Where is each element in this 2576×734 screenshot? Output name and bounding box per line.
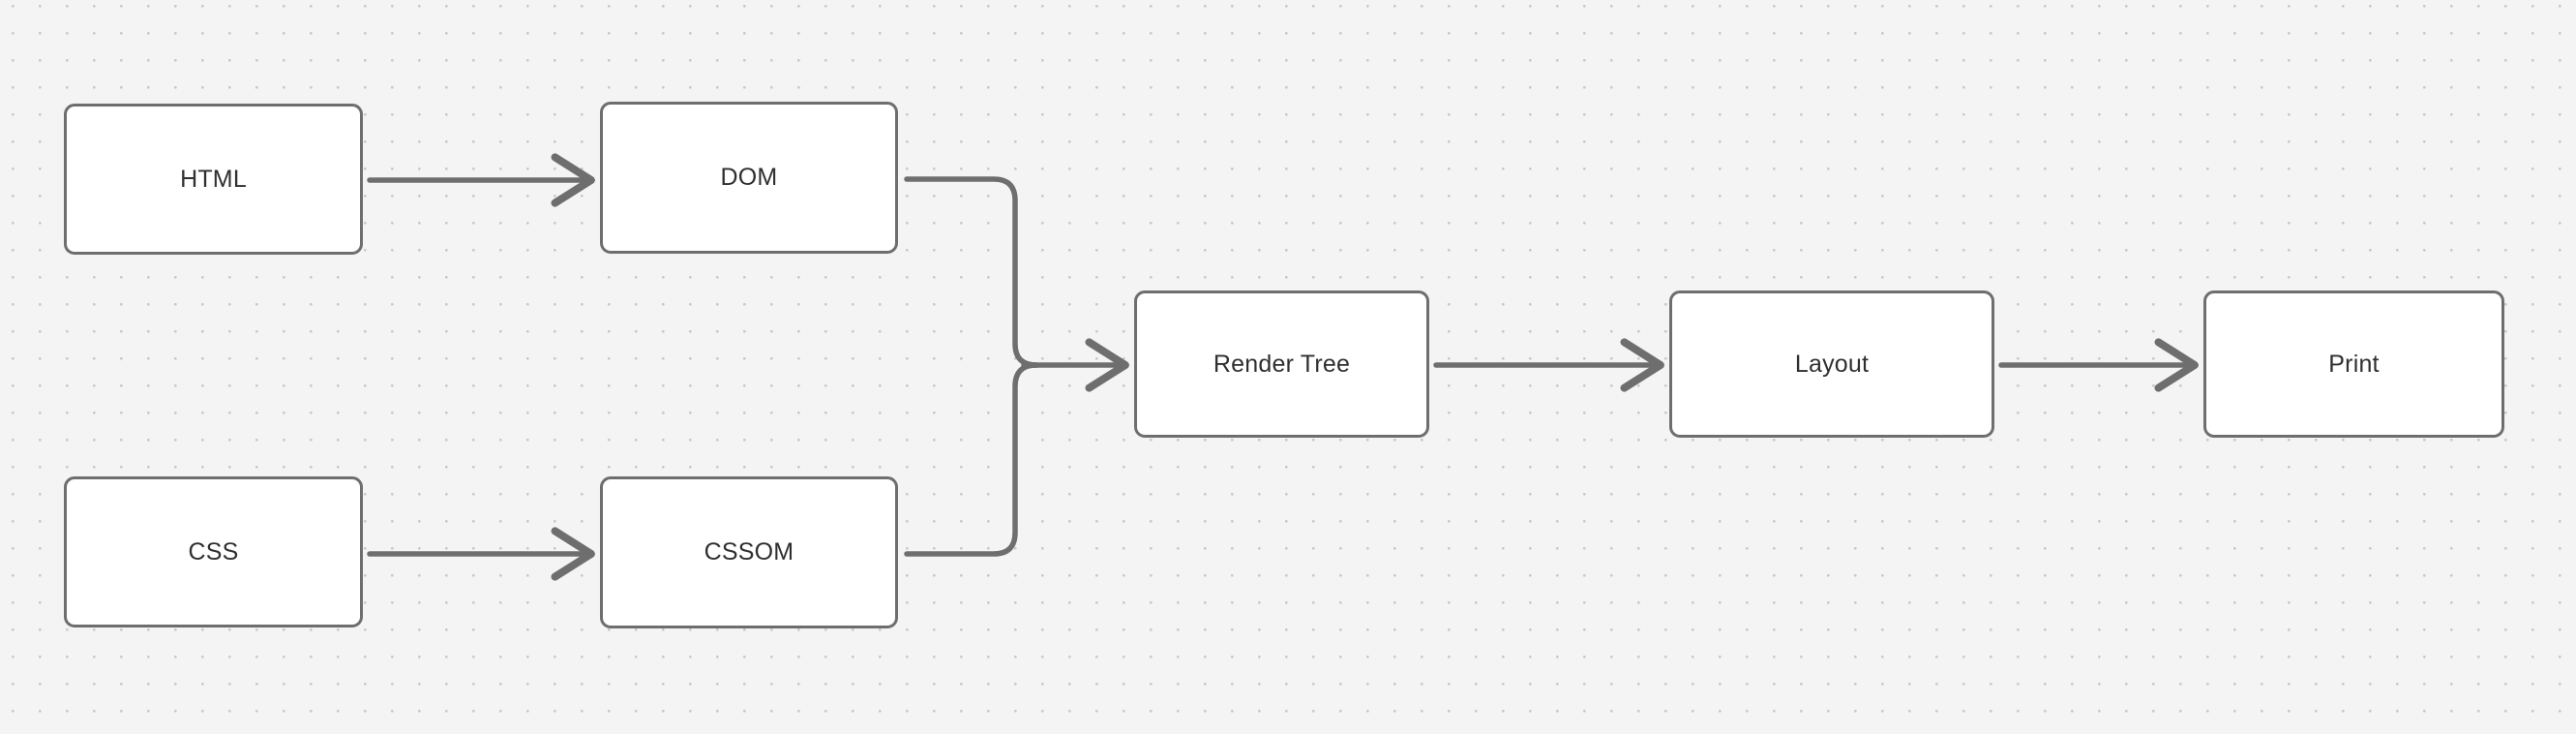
node-render-tree-label: Render Tree [1213, 350, 1351, 378]
node-layout-label: Layout [1794, 350, 1870, 378]
node-dom-label: DOM [720, 164, 778, 191]
node-print-label: Print [2328, 350, 2380, 378]
edge-dom-to-render-elbow [904, 176, 1039, 368]
node-css[interactable]: CSS [64, 476, 363, 627]
node-css-label: CSS [188, 537, 239, 566]
node-render-tree[interactable]: Render Tree [1134, 291, 1429, 438]
node-layout[interactable]: Layout [1669, 291, 1994, 438]
node-html-label: HTML [180, 165, 247, 193]
node-cssom[interactable]: CSSOM [600, 476, 898, 628]
edge-cssom-to-render-elbow [904, 362, 1039, 557]
node-print[interactable]: Print [2203, 291, 2504, 438]
node-cssom-label: CSSOM [704, 538, 794, 566]
node-html[interactable]: HTML [64, 104, 363, 255]
node-dom[interactable]: DOM [600, 102, 898, 254]
